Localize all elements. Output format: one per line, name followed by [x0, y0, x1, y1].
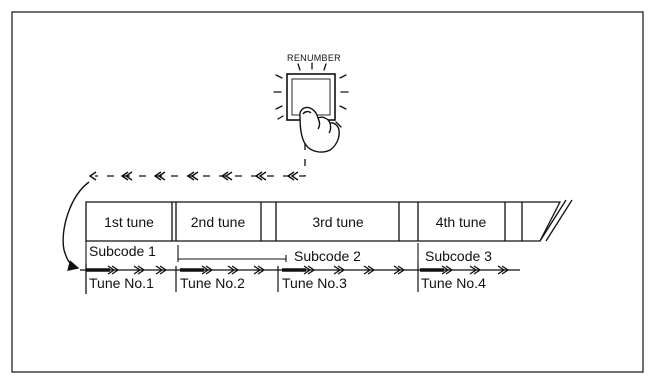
tune-label-2: 2nd tune: [191, 214, 246, 230]
tune-number-label-3: Tune No.3: [282, 275, 347, 291]
subcode-label-2: Subcode 2: [294, 248, 361, 264]
tune-number-label-1: Tune No.1: [89, 275, 154, 291]
tune-number-timeline: [80, 262, 520, 294]
timeline-arrowheads: [107, 265, 510, 275]
tune-label-3: 3rd tune: [312, 214, 364, 230]
renumber-button-label: RENUMBER: [287, 53, 341, 63]
curved-return-arrow: [62, 181, 90, 272]
tune-label-1: 1st tune: [104, 214, 154, 230]
return-arrowheads: [88, 171, 299, 181]
subcode-label-1: Subcode 1: [89, 243, 156, 259]
tune-label-4: 4th tune: [436, 214, 487, 230]
tune-number-label-4: Tune No.4: [421, 275, 486, 291]
tape-strip: [85, 199, 573, 242]
renumber-return-path: [95, 143, 306, 177]
outer-frame: [11, 11, 644, 373]
subcode-label-3: Subcode 3: [425, 248, 492, 264]
glow-rays-icon: [273, 62, 349, 128]
tune-number-label-2: Tune No.2: [180, 275, 245, 291]
finger-press-icon: [299, 106, 340, 153]
